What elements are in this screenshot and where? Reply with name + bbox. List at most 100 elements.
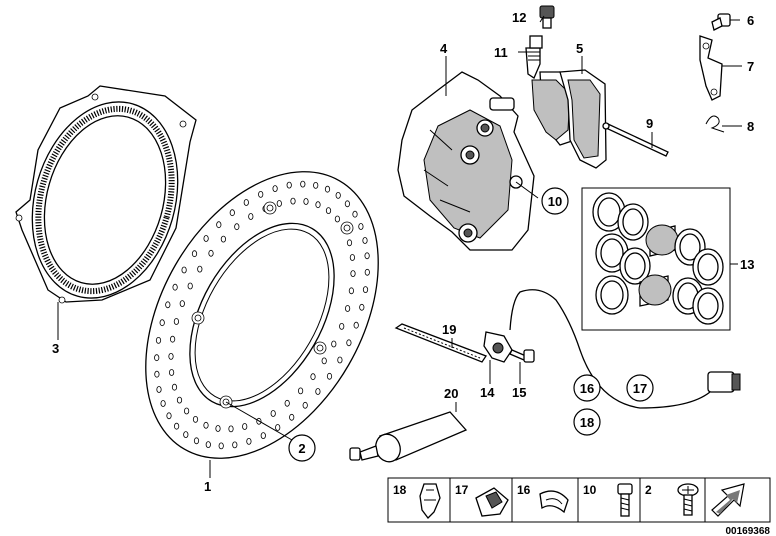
legend-item-16[interactable]: 16 [517,483,569,514]
legend-item-10[interactable]: 10 [583,483,633,517]
disc-hole [349,254,355,261]
disc-hole [215,425,221,432]
disc-hole [220,235,226,243]
disc-hole [300,180,306,188]
disc-hole [284,399,290,407]
cable-tie-19[interactable] [394,323,487,363]
screw-15[interactable] [509,349,535,363]
disc-hole [344,305,351,312]
disc-holes-inner [168,197,356,433]
arrow-icon [711,483,745,517]
disc-hole [337,356,343,364]
callout-13: 13 [740,257,754,272]
brake-caliper[interactable] [397,71,535,251]
disc-hole [359,303,365,311]
disc-hole [170,335,176,343]
cable-clip-icon [539,490,569,514]
disc-hole [339,322,345,330]
disc-hole [228,425,234,433]
disc-hole [184,407,190,415]
disc-hole [362,286,369,294]
disc-hole [290,197,296,205]
disc-hole [197,265,203,273]
disc-hole [242,423,248,430]
disc-hole [174,422,180,430]
legend-item-2[interactable]: 2 [645,483,699,516]
disc-hole [364,268,370,276]
legend-item-17[interactable]: 17 [455,483,509,517]
callout-labels: 12 11 4 5 6 7 8 9 13 3 1 19 14 15 20 2 1… [52,10,754,494]
retaining-bracket-7[interactable] [699,35,723,101]
disc-hole [362,237,368,244]
disc-hole [171,383,178,391]
diagram-number: 00169368 [726,526,771,536]
callout-20: 20 [444,386,458,401]
disc-holes-outer [154,180,370,450]
spring-clip-8[interactable] [705,115,725,133]
callout-16: 16 [580,381,594,396]
callout-9: 9 [646,116,653,131]
callout-2: 2 [298,441,305,456]
disc-hole [159,319,165,327]
disc-hole [232,441,238,449]
disc-hole [286,181,292,189]
disc-hole [243,199,249,206]
disc-hole [154,370,160,378]
callout-1: 1 [204,479,211,494]
svg-text:2: 2 [645,483,652,497]
disc-hole [364,252,370,260]
callout-14: 14 [480,385,495,400]
grease-tube-20[interactable] [349,411,468,465]
disc-hole [191,250,198,258]
svg-text:10: 10 [583,483,597,497]
disc-hole [276,200,282,207]
disc-hole [156,386,162,393]
disc-hole [310,373,316,381]
disc-hole [176,396,183,404]
disc-hole [346,339,352,347]
brake-disc[interactable] [98,131,426,499]
disc-hole [358,223,364,230]
disc-hole [313,181,319,189]
abs-sensor-14[interactable] [483,289,741,409]
bleeder-cap[interactable] [539,5,555,29]
callout-3: 3 [52,341,59,356]
disc-hole [326,372,333,380]
disc-hole [289,413,295,421]
callout-8: 8 [747,119,754,134]
disc-hole [248,213,254,220]
leader-lines [57,15,742,478]
pad-pin[interactable] [602,122,669,157]
disc-hole [270,410,276,417]
disc-hole [272,185,278,193]
disc-hole [324,185,331,193]
callout-15: 15 [512,385,526,400]
disc-hole [303,198,309,205]
disc-hole [334,215,340,223]
abs-sensor-ring[interactable] [10,85,200,316]
callout-10: 10 [548,194,562,209]
disc-hole [160,400,166,407]
disc-hole [350,270,356,278]
disc-hole [203,235,209,242]
disc-hole [352,210,358,218]
svg-text:18: 18 [393,483,407,497]
callout-12: 12 [512,10,526,25]
disc-hole [344,200,350,208]
legend-item-18[interactable]: 18 [393,483,441,519]
bleeder-valve[interactable] [525,35,543,79]
disc-hole [315,201,321,209]
callout-4: 4 [440,41,448,56]
callout-5: 5 [576,41,583,56]
repair-kit-13[interactable] [581,187,731,331]
disc-hole [331,340,337,348]
disc-hole [246,437,252,445]
disc-hole [260,432,266,440]
disc-hole [321,357,327,365]
disc-hole [168,352,174,360]
disc-hole [258,190,264,198]
bolt-icon [617,483,633,495]
brake-pads[interactable] [531,69,607,169]
screw-6[interactable] [711,13,731,31]
